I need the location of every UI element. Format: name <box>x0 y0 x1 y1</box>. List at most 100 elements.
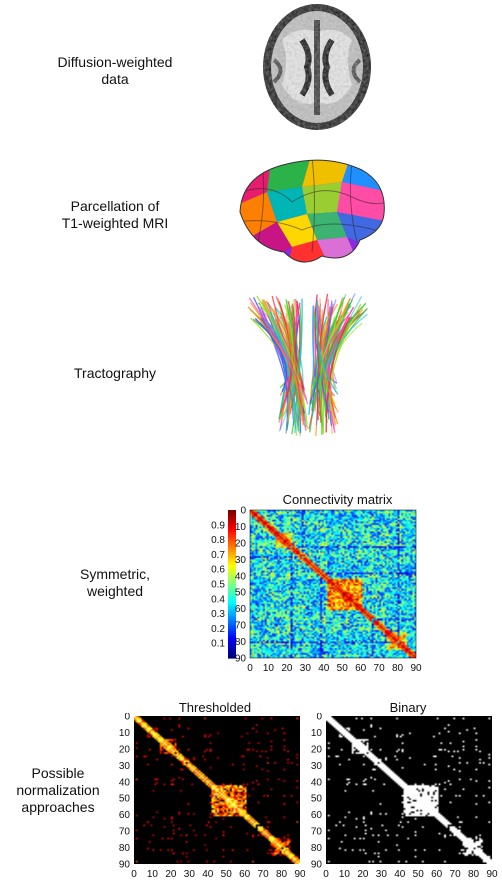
fiber-tract <box>285 303 300 416</box>
label-parcellation: Parcellation of T1-weighted MRI <box>61 198 169 231</box>
colorbar-segment <box>228 630 236 634</box>
colorbar-segment <box>228 559 236 563</box>
colorbar-segment <box>228 542 236 546</box>
bi-xtick-20: 20 <box>357 869 369 880</box>
colorbar-segment <box>228 598 236 602</box>
th-xtick-80: 80 <box>276 869 288 880</box>
fiber-tract <box>309 322 327 401</box>
thresholded-matrix-cells <box>134 716 300 864</box>
th-xtick-0: 0 <box>131 869 137 880</box>
th-ytick-50: 50 <box>119 794 131 805</box>
bi-xtick-90: 90 <box>486 869 498 880</box>
colorbar-segment <box>228 581 236 585</box>
colorbar-segment <box>228 544 236 548</box>
colorbar-tick-0.2: 0.2 <box>211 624 225 635</box>
fiber-tract <box>293 316 306 422</box>
cm-xtick-20: 20 <box>281 663 293 674</box>
diffusion-brain-image <box>263 4 371 130</box>
cm-xtick-70: 70 <box>374 663 386 674</box>
cm-ytick-90: 90 <box>235 654 247 665</box>
th-ytick-20: 20 <box>119 744 131 755</box>
colorbar-segment <box>228 571 236 575</box>
cm-xtick-0: 0 <box>247 663 253 674</box>
fiber-tract <box>313 312 323 435</box>
colorbar-tick-0.9: 0.9 <box>211 520 225 531</box>
colorbar-segment <box>228 640 236 644</box>
fiber-tract <box>254 318 287 392</box>
cm-xtick-10: 10 <box>263 663 275 674</box>
th-xtick-10: 10 <box>147 869 159 880</box>
cm-xtick-90: 90 <box>410 663 422 674</box>
cm-ytick-60: 60 <box>235 604 247 615</box>
colorbar-segment <box>228 643 236 647</box>
fiber-tract <box>260 317 295 426</box>
colorbar-segment <box>228 611 236 615</box>
cm-ytick-70: 70 <box>235 621 247 632</box>
cm-ytick-80: 80 <box>235 637 247 648</box>
bi-ytick-20: 20 <box>311 744 323 755</box>
cm-ytick-30: 30 <box>235 555 247 566</box>
bi-ytick-50: 50 <box>311 794 323 805</box>
colorbar-segment <box>228 527 236 531</box>
cm-xtick-50: 50 <box>337 663 349 674</box>
bi-ytick-70: 70 <box>311 827 323 838</box>
cm-ytick-50: 50 <box>235 588 247 599</box>
colorbar-segment <box>228 613 236 617</box>
bi-xtick-0: 0 <box>323 869 329 880</box>
colorbar-segment <box>228 608 236 612</box>
colorbar-segment <box>228 519 236 523</box>
colorbar-tick-0.3: 0.3 <box>211 609 225 620</box>
colorbar-segment <box>228 564 236 568</box>
colorbar-segment <box>228 549 236 553</box>
th-xtick-30: 30 <box>184 869 196 880</box>
colorbar-segment <box>228 556 236 560</box>
bi-xtick-30: 30 <box>376 869 388 880</box>
bi-ytick-0: 0 <box>316 713 322 723</box>
th-xtick-60: 60 <box>239 869 251 880</box>
tractography-image <box>247 293 368 437</box>
colorbar-segment <box>228 650 236 654</box>
colorbar-segment <box>228 547 236 551</box>
fiber-tract <box>316 300 339 395</box>
fiber-tract <box>247 306 304 426</box>
bi-ytick-10: 10 <box>311 728 323 739</box>
colorbar-segment <box>228 653 236 657</box>
fiber-tract <box>270 316 296 393</box>
bi-ytick-80: 80 <box>311 843 323 854</box>
fiber-tract <box>285 313 304 420</box>
th-ytick-0: 0 <box>124 713 130 723</box>
th-ytick-60: 60 <box>119 810 131 821</box>
colorbar-segment <box>228 534 236 538</box>
th-xtick-50: 50 <box>221 869 233 880</box>
fiber-tract <box>279 310 301 437</box>
fiber-tract <box>329 304 362 412</box>
colorbar-tick-0.4: 0.4 <box>211 594 225 605</box>
colorbar-segment <box>228 539 236 543</box>
th-ytick-30: 30 <box>119 761 131 772</box>
colorbar-segment <box>228 517 236 521</box>
th-xtick-20: 20 <box>165 869 177 880</box>
colorbar-segment <box>228 601 236 605</box>
cm-xtick-40: 40 <box>318 663 330 674</box>
colorbar-segment <box>228 510 236 514</box>
bi-xtick-60: 60 <box>431 869 443 880</box>
colorbar-segment <box>228 596 236 600</box>
fiber-tract <box>258 306 309 405</box>
colorbar-segment <box>228 588 236 592</box>
cm-xtick-60: 60 <box>355 663 367 674</box>
bi-ytick-30: 30 <box>311 761 323 772</box>
colorbar-segment <box>228 606 236 610</box>
binary-title: Binary <box>389 700 427 715</box>
parcellation-brain-image <box>239 159 385 263</box>
fiber-tract <box>261 317 291 432</box>
thresholded-title: Thresholded <box>178 700 252 715</box>
bi-xtick-50: 50 <box>413 869 425 880</box>
cm-ytick-40: 40 <box>235 571 247 582</box>
th-ytick-10: 10 <box>119 728 131 739</box>
fiber-tract <box>290 305 300 389</box>
colorbar-segment <box>228 561 236 565</box>
colorbar-segment <box>228 633 236 637</box>
colorbar-tick-0.6: 0.6 <box>211 565 225 576</box>
